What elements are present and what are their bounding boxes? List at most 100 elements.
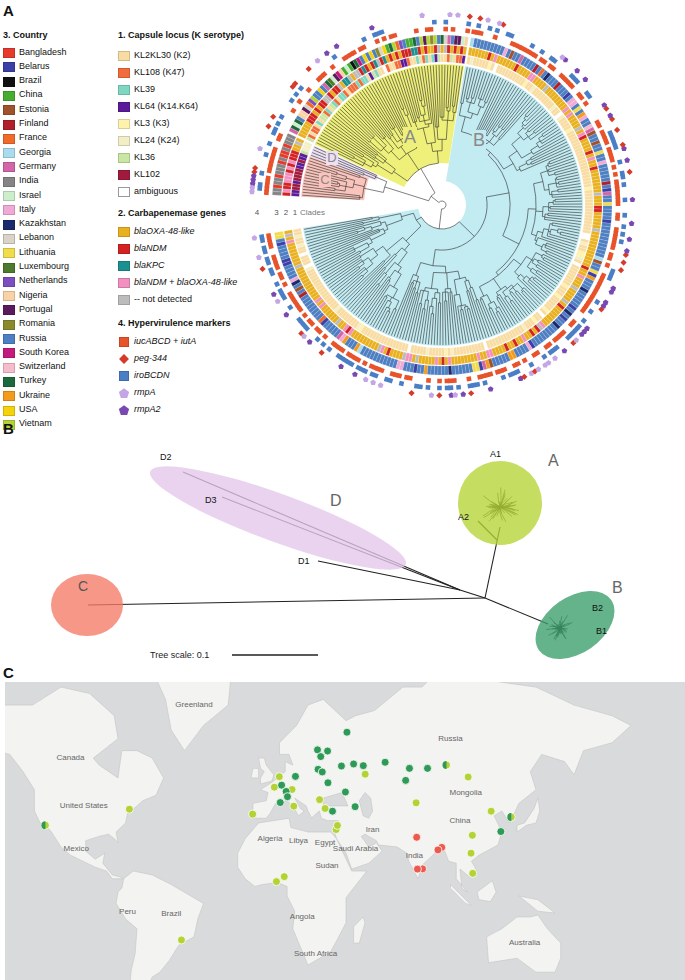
sample-dot (381, 758, 389, 766)
legend-heading: 1. Capsule locus (K serotype) (118, 30, 244, 40)
capsule-ring-cell (306, 136, 315, 142)
legend-text: Romania (19, 318, 55, 328)
iro-marker (620, 171, 625, 176)
iuc-marker (306, 87, 312, 93)
iuc-marker (509, 41, 515, 47)
legend-swatch (3, 391, 15, 401)
sample-dot (467, 849, 475, 857)
iro-marker (257, 186, 262, 191)
capsule-ring-cell (437, 54, 440, 62)
map-label: China (450, 816, 471, 825)
sample-dot (402, 776, 410, 784)
iro-marker (620, 232, 625, 237)
sample-dot (424, 764, 432, 772)
land (147, 682, 233, 751)
legend-swatch (118, 153, 130, 163)
country-ring-cell (448, 366, 452, 375)
peg-marker (620, 142, 626, 148)
legend-text: iroBCDN (134, 370, 170, 380)
capsule-ring-cell (466, 56, 470, 64)
carbapenemase-ring-cell (447, 45, 451, 53)
iuc-marker (397, 373, 403, 379)
iuc-marker (502, 367, 508, 373)
sample-dot (487, 807, 495, 815)
map-label: Russia (438, 734, 462, 743)
iuc-marker (309, 320, 315, 326)
legend-swatch (3, 177, 15, 187)
rmp-marker (624, 157, 630, 162)
iuc-marker (492, 34, 498, 40)
ring-number: 2 (284, 208, 288, 217)
iro-marker (275, 121, 281, 127)
sample-dot (412, 799, 420, 807)
iro-marker (269, 271, 275, 277)
legend-swatch (3, 291, 15, 301)
sample-dot (283, 793, 291, 801)
legend-text: KL102 (134, 169, 160, 179)
rmp-marker (419, 13, 425, 18)
sample-dot (280, 873, 288, 881)
iuc-marker (437, 379, 442, 384)
iuc-marker (362, 360, 368, 366)
map-label: Libya (289, 836, 308, 845)
legend-swatch (118, 136, 130, 146)
legend-text: Israel (19, 190, 41, 200)
sample-dot (413, 833, 421, 841)
iro-marker (476, 23, 481, 28)
land (477, 881, 496, 902)
legend-text: KL24 (K24) (134, 135, 180, 145)
sample-dot (270, 783, 278, 791)
rmp-marker (630, 197, 636, 202)
rmp-marker (283, 312, 289, 317)
rmp-marker (378, 382, 384, 387)
country-ring-cell (433, 35, 437, 44)
iuc-marker (388, 34, 394, 40)
rmp-marker (552, 355, 558, 360)
iro-marker (260, 238, 265, 243)
legend-text: rmpA (134, 387, 156, 397)
legend-text: blaKPC (134, 260, 165, 270)
peg-marker (468, 390, 474, 396)
tree-branch (485, 598, 548, 624)
rmp-marker (271, 291, 277, 296)
ellipse-outline (140, 445, 415, 595)
iro-marker (418, 384, 423, 389)
iro-marker (267, 141, 273, 147)
country-ring-cell (450, 35, 454, 44)
land (519, 896, 555, 913)
iuc-marker (488, 371, 494, 377)
iuc-marker (322, 333, 328, 339)
legend-text: Turkey (19, 375, 46, 385)
carbapenemase-ring-cell (594, 209, 602, 213)
rmp-marker (252, 235, 258, 240)
capsule-ring-cell (440, 54, 443, 62)
iro-marker (449, 385, 454, 390)
rmp-marker (573, 337, 579, 342)
legend-swatch (3, 248, 15, 258)
clade-label: B (472, 130, 486, 151)
rmp-marker (574, 68, 580, 73)
panel-letter: B (3, 420, 14, 437)
capsule-ring-cell (585, 206, 593, 209)
country-ring-cell (431, 366, 435, 375)
legend-swatch (3, 205, 15, 215)
iro-marker (584, 90, 590, 96)
legend-swatch (3, 148, 15, 158)
iro-marker (443, 20, 448, 25)
land (487, 915, 561, 972)
legend-swatch (118, 85, 130, 95)
iuc-marker (357, 46, 363, 52)
capsule-ring-cell (446, 54, 449, 62)
legend-swatch (118, 68, 130, 78)
sample-dot-half (443, 761, 447, 769)
tree-branch (88, 598, 485, 605)
rmp-marker (455, 12, 461, 17)
legend-text: Switzerland (19, 361, 66, 371)
iro-marker (610, 268, 616, 274)
legend-swatch (3, 105, 15, 115)
country-ring-cell (603, 198, 612, 202)
legend-heading: 3. Country (3, 30, 48, 40)
sample-dot (337, 762, 345, 770)
iuc-marker (604, 262, 610, 268)
